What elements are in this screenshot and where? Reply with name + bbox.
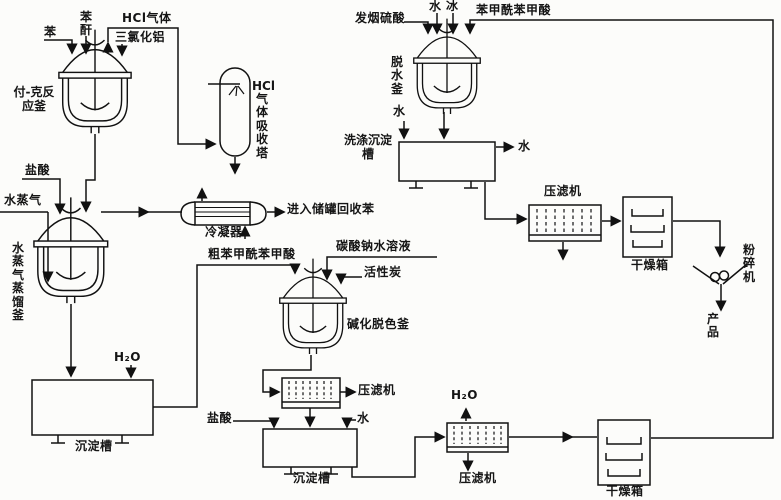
pipe-dryer-to-pulverizer	[673, 220, 726, 258]
label-drying-oven-bottom: 干燥箱	[606, 484, 644, 498]
label-washing-settling-tank: 洗涤沉淀槽	[343, 133, 392, 161]
pipe-benzene-in	[44, 39, 78, 55]
label-h2o-left: H₂O	[114, 350, 141, 364]
alkalization-decolorizing-kettle-vessel	[279, 257, 347, 355]
label-water-wash-out: 水	[518, 139, 531, 153]
pipe-acid-to-mid-tank	[233, 417, 280, 429]
label-dehydration-kettle: 脱水釜	[390, 55, 403, 96]
label-hcl-absorber-top: HCl	[252, 79, 275, 93]
pipe-soda-solution-in	[321, 256, 437, 281]
label-steam: 水蒸气	[4, 193, 42, 207]
pipe-activated-carbon-in	[335, 273, 362, 285]
label-water-wash-in: 水	[393, 104, 406, 118]
label-to-storage-recover-benzene: 进入储罐回收苯	[287, 202, 375, 216]
friedel-crafts-reactor-vessel	[58, 28, 132, 134]
pipe-reactor-to-distillation	[80, 134, 96, 213]
washing-settling-tank	[398, 141, 496, 189]
label-steam-distillation-kettle: 水蒸气蒸馏釜	[11, 241, 24, 323]
drying-oven-top-right	[622, 196, 673, 258]
pipe-hydrochloric-acid-in	[22, 178, 66, 215]
label-water-mid-tank: 水	[357, 411, 370, 425]
pulverizer-symbol	[692, 263, 748, 289]
label-product: 产品	[706, 312, 719, 340]
pipe-water-to-mid-tank	[341, 417, 356, 429]
label-h2o-bottom: H₂O	[451, 388, 478, 402]
label-friedel-crafts-reactor: 付-克反应釜	[13, 85, 55, 113]
hcl-absorber-column	[208, 67, 251, 157]
label-water-top: 水	[429, 0, 442, 13]
settling-tank-left	[31, 379, 154, 444]
label-settling-tank-left: 沉淀槽	[75, 439, 113, 453]
label-hydrochloric-acid-2: 盐酸	[207, 411, 233, 425]
label-condenser: 冷凝器	[205, 225, 243, 239]
filter-press-bottom	[446, 422, 509, 453]
steam-distillation-kettle-vessel	[33, 196, 109, 304]
label-filter-press-middle: 压滤机	[358, 383, 396, 397]
settling-tank-middle	[262, 428, 358, 475]
label-filter-press-bottom: 压滤机	[459, 471, 497, 485]
pipe-recycle-to-dehydration	[464, 19, 774, 439]
filter-press-top-right	[528, 204, 602, 242]
pipe-wash-to-filter	[484, 182, 528, 225]
pipes	[0, 13, 774, 478]
pipe-crude-acid-to-kettle	[153, 263, 301, 408]
pipe-fuming-acid-in	[404, 21, 434, 35]
label-aluminum-chloride: 三氯化铝	[115, 30, 166, 44]
label-crude-benzoylbenzoic-acid: 粗苯甲酰苯甲酸	[208, 247, 296, 261]
label-activated-carbon: 活性炭	[364, 265, 402, 279]
label-ice: 冰	[446, 0, 459, 13]
label-settling-tank-middle: 沉淀槽	[293, 471, 331, 485]
label-drying-oven-top-right: 干燥箱	[631, 258, 669, 272]
label-alkalization-decolorizing-kettle: 碱化脱色釜	[347, 317, 410, 331]
filter-press-middle	[281, 377, 341, 409]
drying-oven-bottom-right	[597, 419, 651, 486]
condenser-exchanger	[180, 201, 267, 226]
pipe-kettle-to-filter-press	[262, 355, 312, 398]
label-benzene: 苯	[44, 25, 57, 39]
label-hcl-absorber-rest: 气体吸收塔	[255, 92, 268, 160]
label-pulverizer: 粉碎机	[742, 243, 755, 284]
label-hydrochloric-acid-1: 盐酸	[25, 163, 51, 177]
label-sodium-carbonate-solution: 碳酸钠水溶液	[336, 239, 412, 253]
label-filter-press-top-right: 压滤机	[544, 184, 582, 198]
label-phthalic-anhydride: 苯酐	[79, 10, 92, 38]
label-benzoylbenzoic-acid: 苯甲酰苯甲酸	[476, 3, 552, 17]
pipe-hcl-gas-to-absorber	[107, 27, 217, 150]
label-fuming-sulfuric-acid: 发烟硫酸	[355, 11, 406, 25]
label-hcl-absorber: HCl 气体吸收塔	[252, 79, 275, 160]
label-hcl-gas: HCl气体	[122, 11, 172, 25]
pipe-mid-tank-to-filter	[351, 431, 446, 478]
